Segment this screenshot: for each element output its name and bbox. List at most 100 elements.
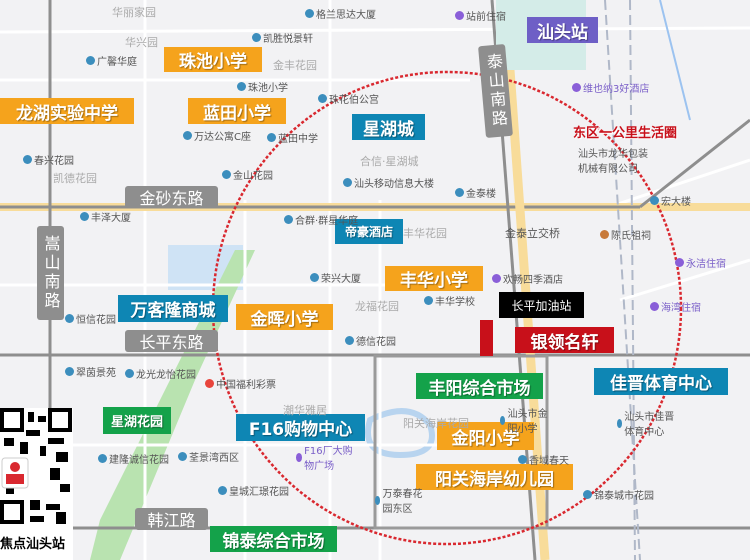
poi-label: 广馨华庭 — [97, 57, 137, 68]
label-xinghucheng[interactable]: 星湖城 — [352, 114, 425, 140]
label-jinhui[interactable]: 金晖小学 — [236, 304, 333, 330]
poi[interactable]: 中国福利彩票 — [205, 376, 276, 391]
poi-label: 维也纳3好酒店 — [583, 84, 650, 95]
poi[interactable]: 金泰楼 — [455, 185, 496, 200]
poi[interactable]: 汕头市龙华包装机械有限公司 — [578, 145, 653, 175]
poi[interactable]: 欢畅四季酒店 — [492, 271, 563, 286]
label-lantian[interactable]: 蓝田小学 — [188, 98, 286, 124]
poi-label: 中国福利彩票 — [216, 380, 276, 391]
poi[interactable]: 广馨华庭 — [86, 53, 137, 68]
poi[interactable]: 汕头移动信息大楼 — [343, 175, 434, 190]
poi[interactable]: 建隆诚信花园 — [98, 451, 169, 466]
label-station[interactable]: 汕头站 — [527, 17, 598, 43]
poi[interactable]: 格兰思达大厦 — [305, 6, 376, 21]
poi[interactable]: 丰华学校 — [424, 293, 475, 308]
qr-code-panel[interactable]: 焦点汕头站 — [0, 408, 73, 560]
road-label-songshan: 嵩山南路 — [37, 226, 64, 320]
poi[interactable]: 恒信花园 — [65, 311, 116, 326]
poi-label: 荣兴大厦 — [321, 274, 361, 285]
poi[interactable]: 荣兴大厦 — [310, 270, 361, 285]
label-jiajin[interactable]: 佳晋体育中心 — [594, 368, 728, 395]
poi-label: 蓝田中学 — [278, 134, 318, 145]
poi-label: 永洁住宿 — [686, 259, 726, 270]
poi-label: 德信花园 — [356, 337, 396, 348]
poi[interactable]: 蓝田中学 — [267, 130, 318, 145]
poi-label: 春兴花园 — [34, 156, 74, 167]
label-longhu[interactable]: 龙湖实验中学 — [0, 98, 134, 124]
poi-label: 宏大楼 — [661, 197, 691, 208]
area-label: 阳关海岸花园 — [403, 417, 469, 430]
poi-label: 站前住宿 — [466, 12, 506, 23]
area-label: 丰华花园 — [403, 227, 447, 240]
poi[interactable]: 金山花园 — [222, 167, 273, 182]
poi-label: 丰泽大厦 — [91, 213, 131, 224]
poi[interactable]: 合群·群星华庭 — [284, 212, 358, 227]
area-label: 金泰立交桥 — [505, 227, 560, 240]
qr-code — [0, 408, 72, 524]
poi-label: 丰华学校 — [435, 297, 475, 308]
poi[interactable]: 宏大楼 — [650, 193, 691, 208]
poi-label: 皇城汇璟花园 — [229, 487, 289, 498]
label-yangguan[interactable]: 阳关海岸幼儿园 — [416, 464, 573, 490]
road-label-jinsha: 金砂东路 — [125, 186, 218, 208]
poi-label: 珠花伯公宫 — [329, 95, 379, 106]
area-label: 龙福花园 — [355, 300, 399, 313]
poi[interactable]: 凯胜悦景轩 — [252, 30, 313, 45]
area-label: 凯德花园 — [53, 172, 97, 185]
road-label-changping: 长平东路 — [125, 330, 218, 352]
label-wankelong[interactable]: 万客隆商城 — [118, 295, 228, 322]
poi[interactable]: 珠花伯公宫 — [318, 91, 379, 106]
poi[interactable]: 香域春天 — [518, 452, 569, 467]
area-label: 合信·星湖城 — [360, 155, 419, 168]
poi[interactable]: 锦泰城市花园 — [583, 487, 654, 502]
poi-label: 金山花园 — [233, 171, 273, 182]
poi-label: 海湾住宿 — [661, 303, 701, 314]
label-dihao[interactable]: 帝豪酒店 — [335, 219, 403, 244]
poi[interactable]: 翠茵景苑 — [65, 364, 116, 379]
poi[interactable]: 龙光龙怡花园 — [125, 366, 196, 381]
poi-label: 汕头市佳晋体育中心 — [624, 412, 675, 438]
poi[interactable]: 海湾住宿 — [650, 299, 701, 314]
label-fengyang[interactable]: 丰阳综合市场 — [416, 373, 543, 399]
poi-label: 合群·群星华庭 — [295, 216, 359, 227]
poi-label: 汕头市金阳小学 — [507, 409, 548, 435]
area-label: 华丽家园 — [112, 6, 156, 19]
poi[interactable]: 汕头市佳晋体育中心 — [617, 408, 677, 438]
circle-label: 东区一公里生活圈 — [573, 126, 678, 141]
poi[interactable]: 汕头市金阳小学 — [500, 405, 550, 435]
poi[interactable]: 站前住宿 — [455, 8, 506, 23]
poi-label: 汕头市龙华包装机械有限公司 — [578, 149, 648, 175]
poi[interactable]: F16厂大购物广场 — [296, 442, 358, 472]
poi[interactable]: 珠池小学 — [237, 79, 288, 94]
poi[interactable]: 丰泽大厦 — [80, 209, 131, 224]
poi[interactable]: 永洁住宿 — [675, 255, 726, 270]
road-label-hanjiang: 韩江路 — [135, 508, 208, 530]
label-yinling[interactable]: 银领名轩 — [515, 327, 614, 353]
poi[interactable]: 春兴花园 — [23, 152, 74, 167]
qr-caption: 焦点汕头站 — [0, 537, 66, 552]
area-label: 潮华雅居 — [283, 404, 327, 417]
poi[interactable]: 德信花园 — [345, 333, 396, 348]
label-fenghua[interactable]: 丰华小学 — [385, 266, 483, 291]
label-gas-station[interactable]: 长平加油站 — [499, 292, 584, 318]
poi[interactable]: 万达公寓C座 — [183, 128, 251, 143]
poi-label: 锦泰城市花园 — [594, 491, 654, 502]
poi-label: 恒信花园 — [76, 315, 116, 326]
poi[interactable]: 皇城汇璟花园 — [218, 483, 289, 498]
label-jinyang[interactable]: 金阳小学 — [437, 422, 534, 450]
label-zhuchi[interactable]: 珠池小学 — [164, 47, 262, 72]
poi-label: 万泰春花园东区 — [382, 489, 423, 515]
poi[interactable]: 荃景湾西区 — [178, 449, 239, 464]
label-jintai[interactable]: 锦泰综合市场 — [210, 526, 337, 552]
poi-label: 荃景湾西区 — [189, 453, 239, 464]
poi[interactable]: 万泰春花园东区 — [375, 485, 425, 515]
poi[interactable]: 陈氏祖祠 — [600, 227, 651, 242]
poi-label: 龙光龙怡花园 — [136, 370, 196, 381]
label-f16[interactable]: F16购物中心 — [236, 414, 365, 441]
poi-label: 珠池小学 — [248, 83, 288, 94]
poi[interactable]: 维也纳3好酒店 — [572, 80, 649, 95]
park-strip — [90, 250, 255, 560]
site-marker — [480, 320, 493, 356]
label-xinghuyuan[interactable]: 星湖花园 — [103, 407, 171, 434]
